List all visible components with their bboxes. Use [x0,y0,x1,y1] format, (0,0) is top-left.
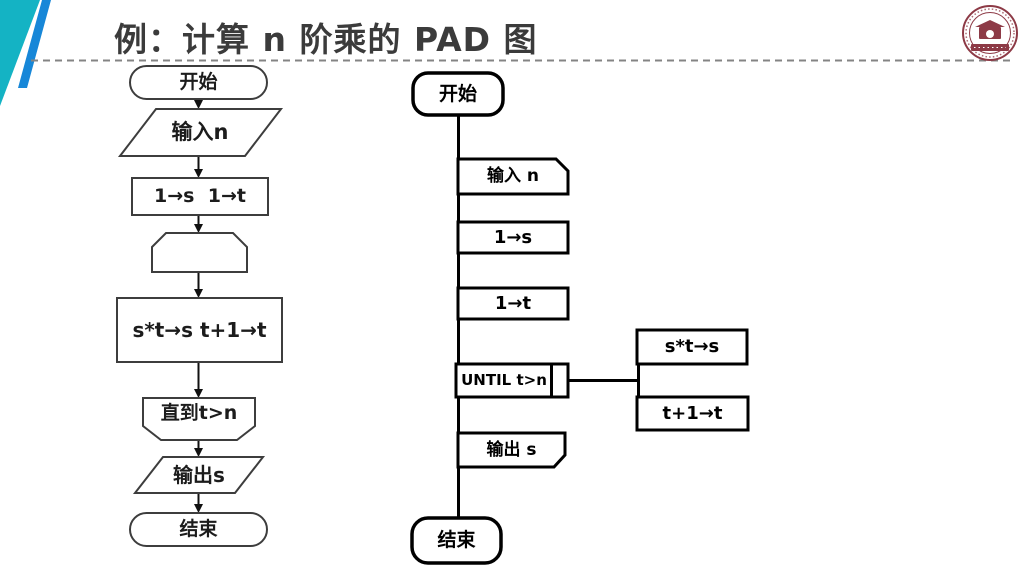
flowchart-body-process [116,297,283,363]
flowchart-loop-start-shape [151,232,248,273]
seal-banner [971,44,1009,51]
pad-start-label: 开始 [438,82,477,105]
pad-loop-body-2-label: t+1→t [662,402,723,424]
pad-diagram [410,71,750,565]
pad-assign-s-box [456,220,570,255]
flowchart-end-terminator [129,512,268,547]
seal-gate-arch [986,30,994,38]
flowchart-init-process [131,177,269,216]
pad-loop-body-2-box [635,395,750,432]
flowchart-diagram [116,65,284,547]
flowchart-start-label: 开始 [179,71,218,93]
pad-input-label: 输入 n [486,166,540,186]
pad-loop-body-1-label: s*t→s [664,336,720,357]
flowchart-input-label: 输入n [171,120,229,144]
flowchart-output-parallelogram [132,456,266,494]
pad-output-label: 输出 s [486,439,537,460]
pad-end-terminator [410,516,503,565]
flowchart-start-terminator [129,65,268,100]
pad-assign-t-box [456,286,570,321]
pad-assign-s-label: 1→s [493,226,533,248]
corner-decoration [0,0,51,106]
seal-text-ring [965,8,1015,58]
page-title: 例：计算 n 阶乘的 PAD 图 [114,20,538,59]
pad-start-terminator [411,71,505,117]
pad-output-box [456,431,567,469]
pad-until-loop-box [454,362,570,399]
flowchart-loop-end-label: 直到t>n [160,401,238,424]
pad-until-loop-label: UNTIL t>n [461,371,547,389]
pad-end-label: 结束 [437,529,476,551]
flowchart-loop-end-shape [142,397,256,441]
flowchart-init-label: 1→s 1→t [154,185,246,207]
flowchart-input-parallelogram [117,108,284,157]
seal-gate-roof [975,20,1005,27]
flowchart-body-label: s*t→s t+1→t [132,318,267,342]
pad-loop-body-1-box [635,328,749,366]
blue-stripe-decor [18,0,51,88]
pad-input-box [456,157,570,196]
flowchart-end-label: 结束 [179,518,218,540]
university-seal-logo [962,5,1018,61]
pad-assign-t-label: 1→t [494,292,532,314]
flowchart-output-label: 输出s [173,463,225,487]
teal-triangle-decor [0,0,40,106]
